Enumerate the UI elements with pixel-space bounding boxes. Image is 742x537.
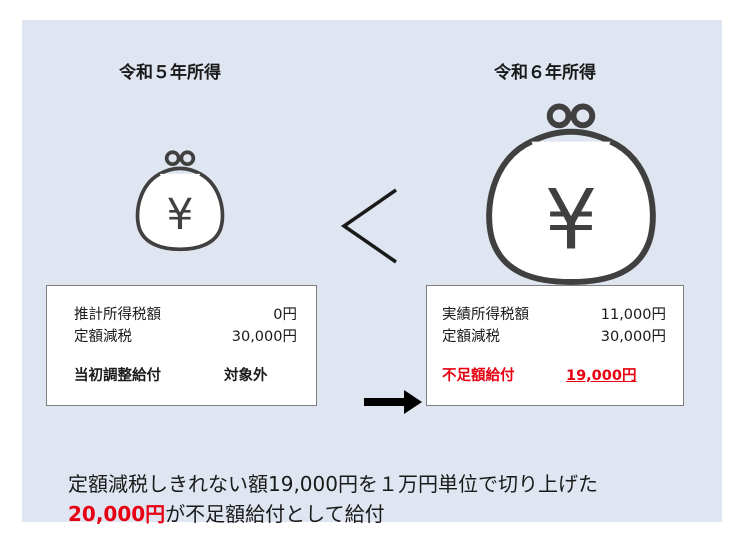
less-than-symbol (340, 188, 397, 264)
left-result-value: 対象外 (224, 368, 268, 384)
summary-text: 定額減税しきれない額19,000円を１万円単位で切り上げた 20,000円が不足… (68, 469, 598, 529)
summary-line-2: 20,000円が不足額給付として給付 (68, 499, 598, 529)
summary-line-2-rest: が不足額給付として給付 (165, 502, 385, 526)
right-row-value: 30,000円 (600, 329, 666, 345)
purse-yen-icon: ¥ (135, 150, 225, 252)
right-row-value: 11,000円 (600, 307, 666, 323)
left-row-value: 0円 (273, 307, 297, 323)
left-info-box: 推計所得税額 0円 定額減税 30,000円 当初調整給付 対象外 (46, 285, 317, 406)
right-year-title: 令和６年所得 (494, 63, 596, 83)
left-row-label: 推計所得税額 (74, 307, 161, 323)
purse-yen-icon: ¥ (486, 103, 656, 285)
right-info-box: 実績所得税額 11,000円 定額減税 30,000円 不足額給付 19,000… (426, 285, 684, 406)
right-row-label: 実績所得税額 (442, 307, 529, 323)
left-result-label: 当初調整給付 (74, 368, 161, 384)
left-row-value: 30,000円 (231, 329, 297, 345)
summary-emphasis: 20,000円 (68, 502, 166, 526)
yen-glyph: ¥ (545, 171, 598, 268)
right-arrow-icon (364, 390, 422, 414)
right-result-label: 不足額給付 (442, 368, 515, 384)
yen-glyph: ¥ (167, 190, 194, 239)
summary-line-1: 定額減税しきれない額19,000円を１万円単位で切り上げた (68, 472, 598, 496)
background-panel: 令和５年所得 令和６年所得 ¥ ¥ 推計所得税額 0円 定額減税 30,000円… (22, 20, 722, 526)
right-row-label: 定額減税 (442, 329, 500, 345)
right-result-value: 19,000円 (566, 368, 637, 384)
left-row-label: 定額減税 (74, 329, 132, 345)
left-year-title: 令和５年所得 (119, 63, 221, 83)
